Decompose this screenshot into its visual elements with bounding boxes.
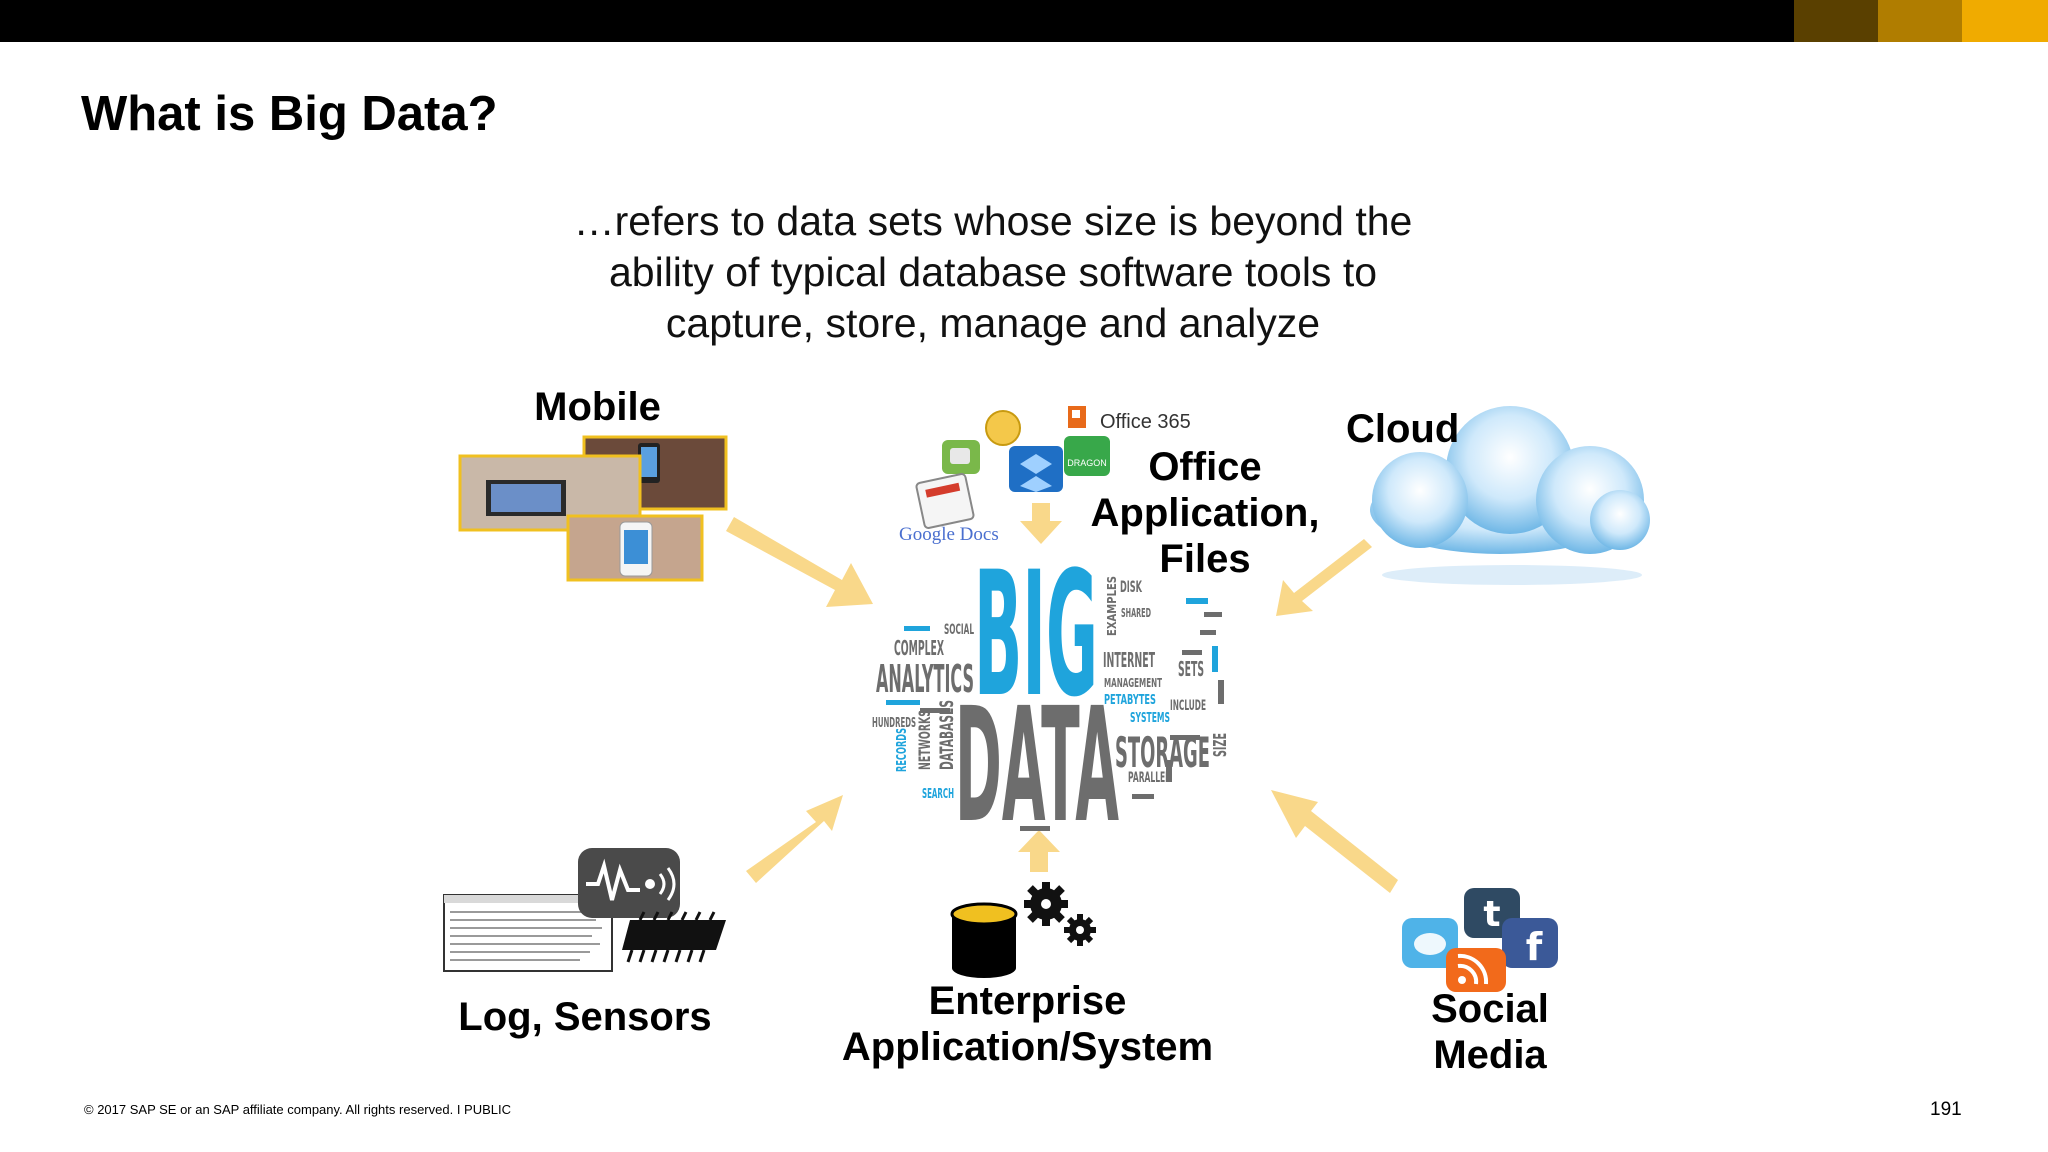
- office-apps-icons: Office 365 DRAGON Google Docs: [899, 406, 1191, 545]
- word-networks: NETWORKS: [915, 710, 934, 770]
- word-analytics: ANALYTICS: [876, 657, 974, 701]
- big-data-word-cloud: BIG DATA ANALYTICS COMPLEX STORAGE INTER…: [872, 534, 1231, 858]
- word-size: SIZE: [1210, 733, 1231, 757]
- tablet-display: [491, 484, 561, 512]
- database-icon: [950, 902, 1018, 978]
- facebook-icon: [1502, 918, 1558, 968]
- cloud-icon: [1370, 406, 1650, 585]
- word-shared: SHARED: [1121, 606, 1151, 620]
- copyright-footer: © 2017 SAP SE or an SAP affiliate compan…: [84, 1102, 512, 1117]
- word-records: RECORDS: [895, 728, 910, 772]
- brand-color-block-gold: [1962, 0, 2048, 42]
- log-window: [443, 894, 613, 972]
- word-parallel: PARALLEL: [1128, 770, 1170, 786]
- word-big: BIG: [974, 534, 1098, 735]
- log-sensors-image: [443, 848, 726, 972]
- word-systems: SYSTEMS: [1130, 711, 1170, 726]
- arrows: [726, 503, 1398, 893]
- word-databases: DATABASES: [936, 700, 958, 770]
- outlook-icon: [985, 410, 1021, 446]
- word-disk: DISK: [1120, 577, 1142, 596]
- word-search: SEARCH: [922, 787, 954, 802]
- office365-label: Office 365: [1100, 411, 1191, 433]
- word-social: SOCIAL: [944, 622, 974, 638]
- definition-line: capture, store, manage and analyze: [665, 300, 1321, 346]
- gear-small-icon: [1064, 914, 1096, 946]
- log-sensors-label: Log, Sensors: [458, 995, 712, 1039]
- definition-line: ability of typical database software too…: [608, 249, 1378, 295]
- arrow-from-cloud: [1276, 539, 1372, 616]
- word-internet: INTERNET: [1103, 648, 1155, 672]
- page-number: 191: [1930, 1099, 1962, 1120]
- word-complex: COMPLEX: [894, 636, 944, 660]
- word-hundreds: HUNDREDS: [872, 716, 916, 731]
- definition-text: …refers to data sets whose size is beyon…: [493, 196, 1493, 349]
- slide-title: What is Big Data?: [81, 87, 498, 141]
- svg-text:t: t: [1483, 894, 1500, 935]
- svg-text:f: f: [1526, 925, 1543, 969]
- arrow-from-log: [746, 795, 843, 883]
- dragon-icon: [1064, 436, 1110, 476]
- definition-line: …refers to data sets whose size is beyon…: [573, 198, 1413, 244]
- enterprise-icons: [950, 882, 1096, 978]
- social-media-icons: t f: [1402, 888, 1558, 992]
- word-petabytes: PETABYTES: [1104, 693, 1156, 708]
- smartphone-display: [624, 530, 648, 564]
- brand-color-block-mid: [1878, 0, 1962, 42]
- arrow-from-social: [1271, 790, 1398, 893]
- word-examples: EXAMPLES: [1105, 576, 1119, 636]
- office-label: Office Application, Files: [1090, 445, 1320, 581]
- gear-icon: [1024, 882, 1068, 926]
- arrow-from-mobile: [726, 517, 873, 607]
- word-management: MANAGEMENT: [1104, 676, 1162, 690]
- mobile-devices-image: [458, 435, 728, 582]
- dragon-label: DRAGON: [1067, 458, 1107, 468]
- word-sets: SETS: [1178, 657, 1204, 681]
- brand-color-block-dark: [1794, 0, 1878, 42]
- arrow-from-office: [1020, 503, 1062, 544]
- social-media-label: Social Media: [1431, 987, 1549, 1077]
- top-brand-bar: [0, 0, 2048, 42]
- google-docs-label: Google Docs: [899, 524, 999, 545]
- cloud-label: Cloud: [1346, 407, 1460, 451]
- word-include: INCLUDE: [1170, 698, 1206, 714]
- mobile-label: Mobile: [534, 385, 661, 429]
- phone-display: [641, 447, 657, 477]
- chip-icon: [622, 920, 726, 950]
- google-calendar-icon: [915, 473, 975, 529]
- arrow-from-enterprise: [1018, 830, 1060, 872]
- enterprise-label: Enterprise Application/System: [841, 979, 1214, 1069]
